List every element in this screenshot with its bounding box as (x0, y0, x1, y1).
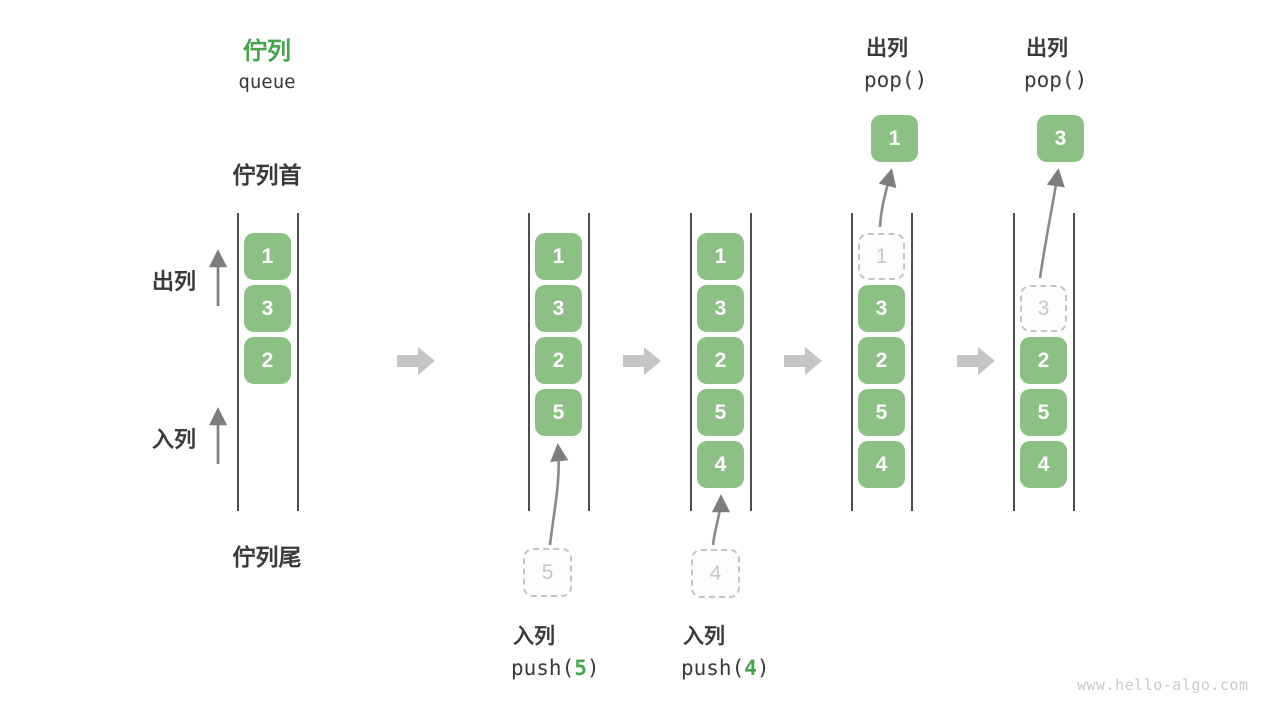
push4-arrow (711, 494, 731, 546)
queue-element: 4 (1020, 441, 1067, 488)
channel-line (1073, 213, 1075, 511)
dequeue-op-label: 出列 (866, 37, 908, 60)
enqueue-side-label: 入列 (152, 427, 197, 452)
queue-element: 2 (858, 337, 905, 384)
queue-element: 5 (858, 389, 905, 436)
op-fn-open: push( (511, 656, 575, 680)
op-fn-arg: 4 (744, 656, 757, 680)
channel-line (750, 213, 752, 511)
channel-line (690, 213, 692, 511)
dequeue-op-label: 出列 (1026, 37, 1068, 60)
queue-element: 1 (697, 233, 744, 280)
queue-element: 2 (535, 337, 582, 384)
queue-element: 5 (535, 389, 582, 436)
site-watermark: www.hello-algo.com (1077, 676, 1249, 694)
pop3-arrow (1038, 168, 1065, 279)
queue-element: 2 (697, 337, 744, 384)
channel-line (911, 213, 913, 511)
queue-element: 4 (858, 441, 905, 488)
queue-element: 1 (244, 233, 291, 280)
queue-element: 5 (697, 389, 744, 436)
incoming-element-ghost: 4 (691, 549, 740, 598)
dequeue-op-code: pop() (1024, 68, 1088, 92)
queue-element: 2 (1020, 337, 1067, 384)
channel-line (237, 213, 239, 511)
queue-element: 5 (1020, 389, 1067, 436)
popped-element: 1 (871, 115, 918, 162)
enqueue-op-code: push(5) (511, 656, 600, 680)
enqueue-op-label: 入列 (683, 625, 725, 648)
queue-element: 3 (697, 285, 744, 332)
op-fn-arg: 5 (574, 656, 587, 680)
dequeue-side-label: 出列 (152, 269, 197, 294)
queue-rear-label: 佇列尾 (232, 544, 302, 570)
stage-transition-arrow (957, 347, 995, 375)
queue-front-label: 佇列首 (232, 162, 302, 188)
stage-transition-arrow (784, 347, 822, 375)
channel-line (851, 213, 853, 511)
channel-line (1013, 213, 1015, 511)
enqueue-op-code: push(4) (681, 656, 770, 680)
queue-element: 4 (697, 441, 744, 488)
push5-arrow (548, 443, 569, 546)
stage-transition-arrow (397, 347, 435, 375)
channel-line (588, 213, 590, 511)
queue-element: 3 (535, 285, 582, 332)
incoming-element-ghost: 5 (523, 548, 572, 597)
op-fn-open: push( (681, 656, 745, 680)
queue-element: 1 (535, 233, 582, 280)
queue-element: 3 (244, 285, 291, 332)
queue-element: 3 (858, 285, 905, 332)
stage-transition-arrow (623, 347, 661, 375)
pop1-arrow (878, 168, 897, 228)
enqueue-op-label: 入列 (513, 625, 555, 648)
removed-element-ghost: 3 (1020, 285, 1067, 332)
diagram-title-en: queue (238, 71, 296, 93)
diagram-title-zh: 佇列 (243, 38, 291, 65)
op-fn-close: ) (586, 656, 600, 680)
queue-element: 2 (244, 337, 291, 384)
popped-element: 3 (1037, 115, 1084, 162)
channel-line (297, 213, 299, 511)
op-fn-close: ) (756, 656, 770, 680)
removed-element-ghost: 1 (858, 233, 905, 280)
channel-line (528, 213, 530, 511)
dequeue-op-code: pop() (864, 68, 928, 92)
